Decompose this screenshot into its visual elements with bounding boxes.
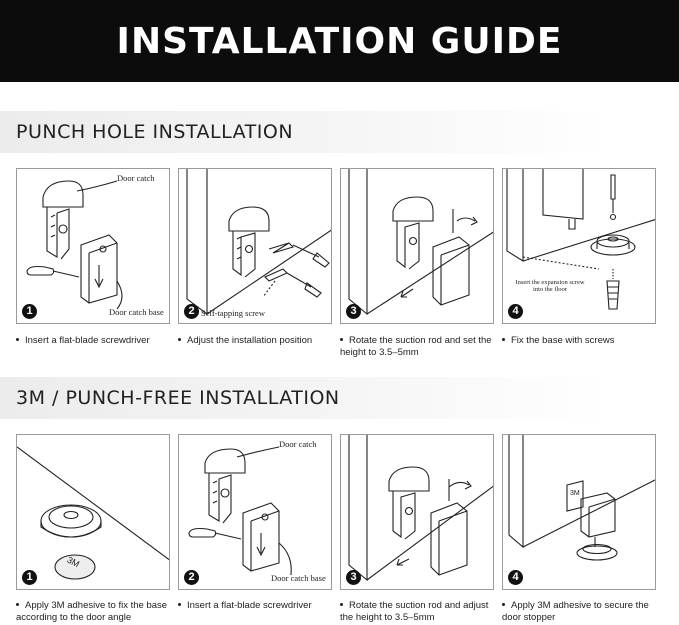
- callout-3m-label: 3M: [570, 490, 580, 497]
- caption-text: Fix the base with screws: [511, 335, 615, 346]
- step-number: 2: [184, 304, 199, 319]
- title-banner: INSTALLATION GUIDE: [0, 0, 679, 82]
- step-number: 2: [184, 570, 199, 585]
- callout-door-catch: Door catch: [117, 173, 155, 183]
- section-title: PUNCH HOLE INSTALLATION: [16, 121, 294, 143]
- caption-punch-2: Adjust the installation position: [178, 335, 338, 347]
- caption-text: Insert a flat-blade screwdriver: [187, 600, 312, 611]
- fix-base-screws-illustration: [506, 169, 655, 310]
- caption-punch-4: Fix the base with screws: [502, 335, 662, 347]
- rotate-suction-rod-illustration: [348, 169, 493, 316]
- callout-expansion-screw: Insert the expansion screw into the floo…: [515, 279, 585, 293]
- bullet-dot: [502, 337, 505, 341]
- bullet-dot: [178, 602, 181, 606]
- caption-punch-3: Rotate the suction rod and set the heigh…: [340, 335, 498, 359]
- page-title: INSTALLATION GUIDE: [116, 20, 563, 62]
- caption-3m-2: Insert a flat-blade screwdriver: [178, 600, 338, 612]
- apply-3m-base-illustration: [17, 446, 169, 580]
- section-header-punch-free: 3M / PUNCH-FREE INSTALLATION: [0, 377, 679, 419]
- door-catch-screwdriver-illustration: [188, 446, 292, 576]
- callout-door-catch-base: Door catch base: [109, 307, 164, 317]
- step-number: 1: [22, 570, 37, 585]
- caption-3m-3: Rotate the suction rod and adjust the he…: [340, 600, 498, 624]
- bullet-dot: [178, 337, 181, 341]
- step-number: 4: [508, 570, 523, 585]
- caption-text: Apply 3M adhesive to fix the base accord…: [16, 600, 168, 623]
- caption-text: Apply 3M adhesive to secure the door sto…: [502, 600, 649, 623]
- caption-3m-1: Apply 3M adhesive to fix the base accord…: [16, 600, 176, 624]
- caption-3m-4: Apply 3M adhesive to secure the door sto…: [502, 600, 662, 624]
- step-panel-3m-3: 3: [340, 434, 494, 590]
- step-number: 4: [508, 304, 523, 319]
- bullet-dot: [16, 337, 19, 341]
- section-header-punch-hole: PUNCH HOLE INSTALLATION: [0, 111, 679, 153]
- step-panel-3m-1: 3M 1: [16, 434, 170, 590]
- step-number: 1: [22, 304, 37, 319]
- rotate-suction-rod-illustration: [348, 435, 493, 582]
- callout-door-catch-base: Door catch base: [271, 573, 326, 583]
- step-panel-3m-4: 3M 4: [502, 434, 656, 590]
- bullet-dot: [340, 602, 343, 606]
- callout-door-catch: Door catch: [279, 439, 317, 449]
- bullet-dot: [340, 337, 343, 341]
- caption-text: Rotate the suction rod and adjust the he…: [340, 600, 489, 623]
- step-number: 3: [346, 304, 361, 319]
- step-panel-punch-1: Door catch Door catch base 1: [16, 168, 170, 324]
- step-panel-punch-2: Self-tapping screw 2: [178, 168, 332, 324]
- bullet-dot: [502, 602, 505, 606]
- caption-text: Adjust the installation position: [187, 335, 313, 346]
- bullet-dot: [16, 602, 19, 606]
- door-catch-screwdriver-illustration: [26, 180, 123, 310]
- adjust-position-illustration: [186, 169, 331, 316]
- step-panel-punch-4: Insert the expansion screw into the floo…: [502, 168, 656, 324]
- callout-self-tapping-screw: Self-tapping screw: [201, 308, 265, 318]
- caption-punch-1: Insert a flat-blade screwdriver: [16, 335, 176, 347]
- caption-text: Insert a flat-blade screwdriver: [25, 335, 150, 346]
- section-title: 3M / PUNCH-FREE INSTALLATION: [16, 387, 340, 409]
- secure-door-stopper-illustration: [508, 435, 655, 561]
- step-panel-3m-2: Door catch Door catch base 2: [178, 434, 332, 590]
- step-panel-punch-3: 3: [340, 168, 494, 324]
- step-number: 3: [346, 570, 361, 585]
- caption-text: Rotate the suction rod and set the heigh…: [340, 335, 492, 358]
